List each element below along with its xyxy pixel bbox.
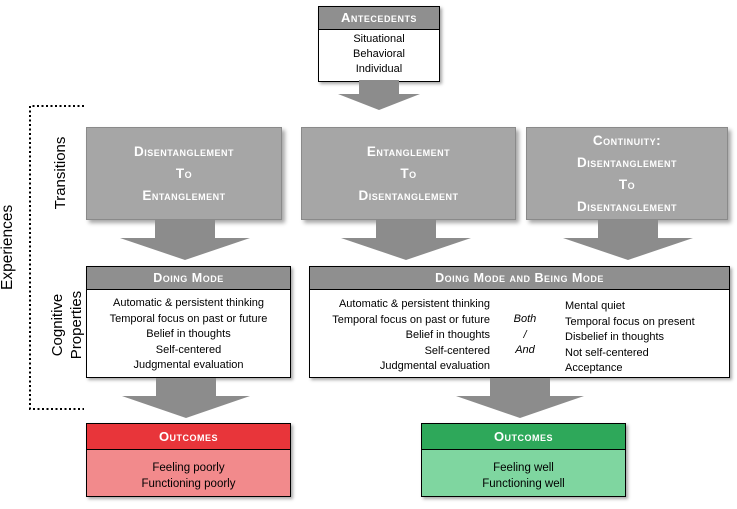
- doing-being-left-item: Belief in thoughts: [405, 329, 490, 341]
- doing-mode-title: Doing Mode: [87, 267, 290, 290]
- doing-being-mode-box: Doing Mode and Being Mode Automatic & pe…: [309, 266, 730, 378]
- transition-3-line1: Continuity:: [592, 132, 662, 148]
- doing-being-left-item: Judgmental evaluation: [379, 360, 490, 372]
- doing-being-right-item: Mental quiet: [565, 300, 625, 312]
- transition-1-line2: To: [175, 165, 193, 181]
- outcome-poor-item: Feeling poorly: [152, 462, 225, 474]
- transitions-label: Transitions: [52, 136, 69, 210]
- antecedent-item: Situational: [353, 33, 405, 45]
- transition-box-1: Disentanglement To Entanglement: [86, 127, 282, 220]
- arrow-doing-mode-down: [122, 378, 250, 418]
- experiences-label: Experiences: [0, 204, 16, 290]
- cognitive-label-line1: Cognitive: [49, 293, 66, 357]
- antecedent-item: Behavioral: [353, 48, 405, 60]
- transition-3-line3: To: [618, 176, 636, 192]
- transition-box-3: Continuity: Disentanglement To Disentang…: [526, 127, 728, 220]
- doing-being-right-item: Acceptance: [565, 362, 623, 374]
- transition-2-line3: Disentanglement: [358, 187, 459, 203]
- outcome-well-item: Functioning well: [482, 478, 565, 490]
- arrow-transition-2-down: [341, 220, 471, 260]
- doing-being-right-item: Not self-centered: [565, 346, 649, 359]
- antecedents-title: Antecedents: [319, 7, 439, 30]
- doing-being-left-item: Automatic & persistent thinking: [338, 298, 490, 310]
- doing-mode-item: Self-centered: [155, 343, 222, 356]
- connector-both: Both: [513, 313, 537, 325]
- antecedents-box: Antecedents Situational Behavioral Indiv…: [318, 6, 440, 82]
- arrow-antecedents-down: [338, 80, 420, 110]
- doing-mode-box: Doing Mode Automatic & persistent thinki…: [86, 266, 291, 378]
- experiences-bracket: [29, 105, 84, 410]
- outcome-poor-item: Functioning poorly: [141, 478, 236, 490]
- transition-2-line2: To: [400, 165, 417, 181]
- doing-being-right-item: Temporal focus on present: [565, 315, 695, 328]
- arrow-transition-3-down: [563, 220, 693, 260]
- doing-mode-item: Automatic & persistent thinking: [112, 297, 265, 309]
- transition-1-line1: Disentanglement: [133, 143, 235, 159]
- connector-slash: /: [523, 328, 527, 341]
- doing-being-left-item: Temporal focus on past or future: [332, 313, 490, 326]
- outcome-poor-box: Outcomes Feeling poorly Functioning poor…: [86, 423, 291, 497]
- outcome-well-title: Outcomes: [422, 424, 625, 450]
- arrow-doing-being-mode-down: [456, 378, 584, 418]
- outcome-poor-title: Outcomes: [87, 424, 290, 450]
- connector-and: And: [515, 344, 535, 356]
- outcome-well-item: Feeling well: [493, 462, 554, 474]
- cognitive-label-line2: Properties: [68, 290, 85, 360]
- transition-3-line4: Disentanglement: [576, 198, 678, 214]
- transition-1-line3: Entanglement: [142, 187, 226, 203]
- outcome-well-box: Outcomes Feeling well Functioning well: [421, 423, 626, 497]
- transition-3-line2: Disentanglement: [576, 154, 678, 170]
- doing-mode-item: Belief in thoughts: [146, 328, 231, 340]
- transition-2-line1: Entanglement: [366, 143, 451, 159]
- transition-box-2: Entanglement To Disentanglement: [301, 127, 516, 220]
- doing-mode-item: Judgmental evaluation: [133, 359, 244, 371]
- doing-mode-item: Temporal focus on past or future: [109, 312, 268, 325]
- cognitive-properties-label: Cognitive Properties: [48, 280, 86, 370]
- doing-being-left-item: Self-centered: [424, 344, 490, 357]
- doing-being-right-item: Disbelief in thoughts: [565, 331, 665, 343]
- doing-being-mode-title: Doing Mode and Being Mode: [310, 267, 729, 290]
- arrow-transition-1-down: [120, 220, 250, 260]
- antecedent-item: Individual: [355, 63, 403, 75]
